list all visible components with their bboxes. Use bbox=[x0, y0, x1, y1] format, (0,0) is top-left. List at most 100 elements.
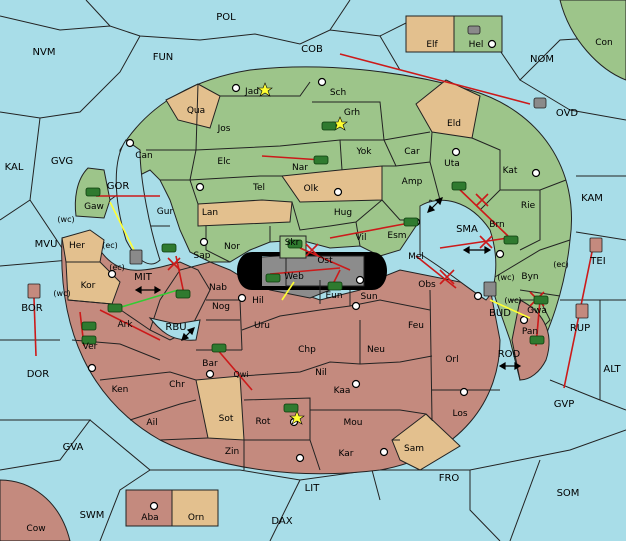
label-vil: Vil bbox=[356, 233, 367, 243]
supply-center bbox=[195, 182, 205, 192]
label-chr: Chr bbox=[169, 380, 185, 390]
label-neu: Neu bbox=[367, 345, 385, 355]
label-feu: Feu bbox=[408, 321, 424, 331]
province-qua[interactable] bbox=[165, 83, 221, 129]
supply-center bbox=[149, 501, 159, 511]
province-lan[interactable] bbox=[197, 199, 293, 227]
label-hug: Hug bbox=[334, 208, 352, 218]
label-car: Car bbox=[404, 147, 420, 157]
label-rot: Rot bbox=[256, 417, 271, 427]
unit-fleet bbox=[533, 97, 547, 109]
label-lit: LIT bbox=[305, 483, 321, 494]
unit-army bbox=[533, 295, 549, 305]
label-uta: Uta bbox=[444, 159, 460, 169]
province-kor[interactable] bbox=[65, 261, 121, 305]
label-nil: Nil bbox=[315, 368, 327, 378]
label-can: Can bbox=[135, 151, 153, 161]
label-gva: GVA bbox=[63, 442, 84, 453]
label-qua: Qua bbox=[187, 106, 205, 116]
label-nar: Nar bbox=[292, 163, 308, 173]
label-tel: Tel bbox=[252, 183, 265, 193]
province-elf[interactable] bbox=[405, 15, 455, 53]
unit-fleet bbox=[575, 303, 589, 319]
unit-army bbox=[107, 303, 123, 313]
label-pol: POL bbox=[216, 12, 236, 23]
label-olk: Olk bbox=[304, 184, 320, 194]
province-eld[interactable] bbox=[415, 79, 481, 139]
black-strait bbox=[237, 252, 387, 290]
label-gaw: Gaw bbox=[84, 202, 104, 212]
label-con: Con bbox=[595, 38, 613, 48]
label-tei: TEI bbox=[589, 256, 605, 267]
label-chp: Chp bbox=[298, 345, 316, 355]
label-gor: GOR bbox=[107, 181, 130, 192]
label-sam: Sam bbox=[404, 444, 424, 454]
label-bar: Bar bbox=[202, 359, 218, 369]
label-qwi: Qwi bbox=[233, 370, 248, 379]
label-sap: Sap bbox=[194, 251, 211, 261]
supply-center bbox=[451, 147, 461, 157]
unit-army bbox=[503, 235, 519, 245]
label-cow: Cow bbox=[26, 524, 45, 534]
label-cob: COB bbox=[301, 44, 323, 55]
province-her[interactable] bbox=[61, 229, 105, 263]
unit-fleet bbox=[483, 281, 497, 297]
supply-center bbox=[459, 387, 469, 397]
failed-order-cross bbox=[439, 269, 455, 285]
orders-convoy bbox=[117, 289, 179, 309]
label-kaa: Kaa bbox=[334, 386, 351, 396]
supply-center bbox=[87, 363, 97, 373]
label-uru: Uru bbox=[254, 321, 270, 331]
capital-star bbox=[289, 410, 305, 425]
unit-army bbox=[403, 217, 419, 227]
supply-center bbox=[317, 77, 327, 87]
label-nog: Nog bbox=[212, 302, 230, 312]
supply-center bbox=[295, 453, 305, 463]
label-sun: Sun bbox=[360, 292, 377, 302]
capitals bbox=[257, 82, 348, 425]
label-eun: Eun bbox=[325, 291, 342, 301]
lake-sma bbox=[419, 199, 497, 301]
orders-move bbox=[33, 53, 593, 391]
supply-center bbox=[107, 269, 117, 279]
failed-order-cross bbox=[475, 193, 489, 207]
label-skr: Skr bbox=[285, 238, 300, 248]
label-ec3: (ec) bbox=[553, 260, 569, 269]
label-rbu: RBU bbox=[165, 322, 186, 333]
label-los: Los bbox=[452, 409, 467, 419]
supply-centers bbox=[87, 39, 541, 511]
capital-star bbox=[257, 82, 273, 97]
label-gwa: Gwa bbox=[527, 306, 547, 316]
unit-army bbox=[327, 281, 343, 291]
supply-center bbox=[333, 187, 343, 197]
label-rie: Rie bbox=[521, 201, 536, 211]
unit-army bbox=[81, 335, 97, 345]
label-hil: Hil bbox=[252, 296, 264, 306]
label-grh: Grh bbox=[344, 108, 360, 118]
label-som: SOM bbox=[557, 488, 580, 499]
label-gur: Gur bbox=[157, 207, 174, 217]
label-ver: Ver bbox=[83, 342, 98, 352]
supply-center bbox=[231, 83, 241, 93]
label-lan: Lan bbox=[202, 208, 218, 218]
label-web: Web bbox=[284, 272, 304, 282]
supply-center bbox=[473, 291, 483, 301]
province-sam[interactable] bbox=[391, 413, 461, 471]
label-ark: Ark bbox=[117, 320, 133, 330]
province-aba[interactable] bbox=[125, 489, 173, 527]
supply-center bbox=[125, 138, 135, 148]
label-jos: Jos bbox=[217, 124, 231, 134]
unit-army bbox=[529, 335, 545, 345]
supply-center bbox=[487, 39, 497, 49]
label-her: Her bbox=[69, 241, 85, 251]
label-orl: Orl bbox=[445, 355, 458, 365]
label-hel: Hel bbox=[469, 40, 484, 50]
province-olk[interactable] bbox=[281, 165, 383, 203]
label-ovd: OVD bbox=[556, 108, 579, 119]
label-swm: SWM bbox=[80, 510, 105, 521]
label-mou: Mou bbox=[344, 418, 363, 428]
unit-army bbox=[85, 187, 101, 197]
label-bor: BOR bbox=[21, 303, 43, 314]
unit-army bbox=[81, 321, 97, 331]
province-orn[interactable] bbox=[171, 489, 219, 527]
